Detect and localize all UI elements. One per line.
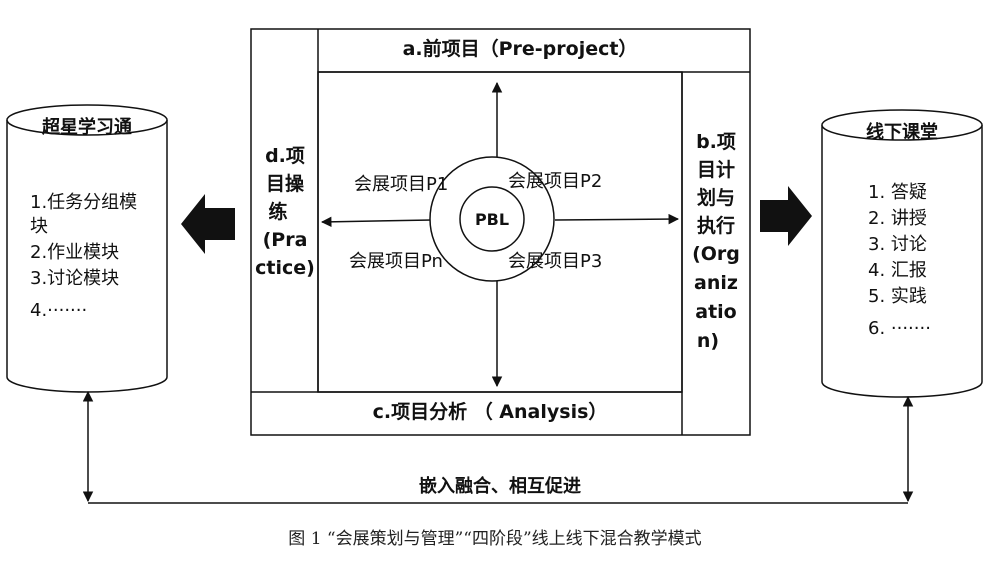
right-cylinder-title: 线下课堂 [866, 121, 938, 143]
right-band-label: b.项 目计 划与 执行 (Org aniz atio n) [692, 131, 740, 352]
left-band-line: d.项 [265, 145, 305, 167]
connector-label: 嵌入融合、相互促进 [419, 475, 581, 497]
bottom-band-label: c.项目分析 （ Analysis） [373, 400, 608, 423]
right-band-line: atio [695, 301, 736, 323]
right-list-item: 6. ······· [868, 318, 931, 339]
right-list-item: 1. 答疑 [868, 182, 927, 203]
pbl-circle [459, 186, 525, 252]
right-band-line: 执行 [697, 214, 735, 237]
left-band-line: (Pra [263, 229, 308, 251]
top-band-label: a.前项目（Pre-project） [403, 37, 638, 60]
left-band-line: 练 [268, 200, 287, 223]
left-list-item: 3.讨论模块 [30, 268, 119, 289]
left-cylinder-title: 超星学习通 [42, 116, 132, 138]
project-p2-label: 会展项目P2 [508, 171, 602, 192]
left-cylinder [6, 104, 168, 393]
right-block-arrow [760, 186, 812, 246]
right-band-line: (Org [692, 243, 740, 265]
left-cylinder-list: 1.任务分组模 块 2.作业模块 3.讨论模块 4.······· [30, 192, 137, 321]
right-list-item: 5. 实践 [868, 286, 927, 307]
right-list-item: 4. 汇报 [868, 260, 927, 281]
right-list-item: 3. 讨论 [868, 234, 927, 255]
left-list-item: 4.······· [30, 300, 87, 321]
project-p3-label: 会展项目P3 [508, 251, 602, 272]
right-band-line: n) [697, 330, 719, 352]
left-list-item: 2.作业模块 [30, 242, 119, 263]
pbl-label: PBL [475, 210, 509, 229]
right-band-line: 划与 [697, 186, 735, 209]
right-band-line: 目计 [697, 159, 735, 181]
left-band-line: 目操 [266, 172, 305, 195]
right-cylinder-list: 1. 答疑 2. 讲授 3. 讨论 4. 汇报 5. 实践 6. ······· [868, 182, 931, 339]
right-list-item: 2. 讲授 [868, 208, 927, 229]
left-band-label: d.项 目操 练 (Pra ctice) [255, 145, 315, 279]
project-p1-label: 会展项目P1 [354, 174, 448, 195]
arrow-left [320, 216, 433, 228]
figure-caption: 图 1 “会展策划与管理”“四阶段”线上线下混合教学模式 [288, 529, 701, 549]
project-pn-label: 会展项目Pn [349, 251, 443, 272]
left-block-arrow [181, 194, 235, 254]
left-band-line: ctice) [255, 257, 315, 279]
right-cylinder [821, 109, 983, 398]
arrow-right [554, 213, 680, 225]
left-list-item: 1.任务分组模 [30, 192, 137, 213]
left-list-item: 块 [30, 216, 48, 237]
right-band-line: aniz [694, 272, 738, 294]
right-band-line: b.项 [696, 131, 736, 153]
